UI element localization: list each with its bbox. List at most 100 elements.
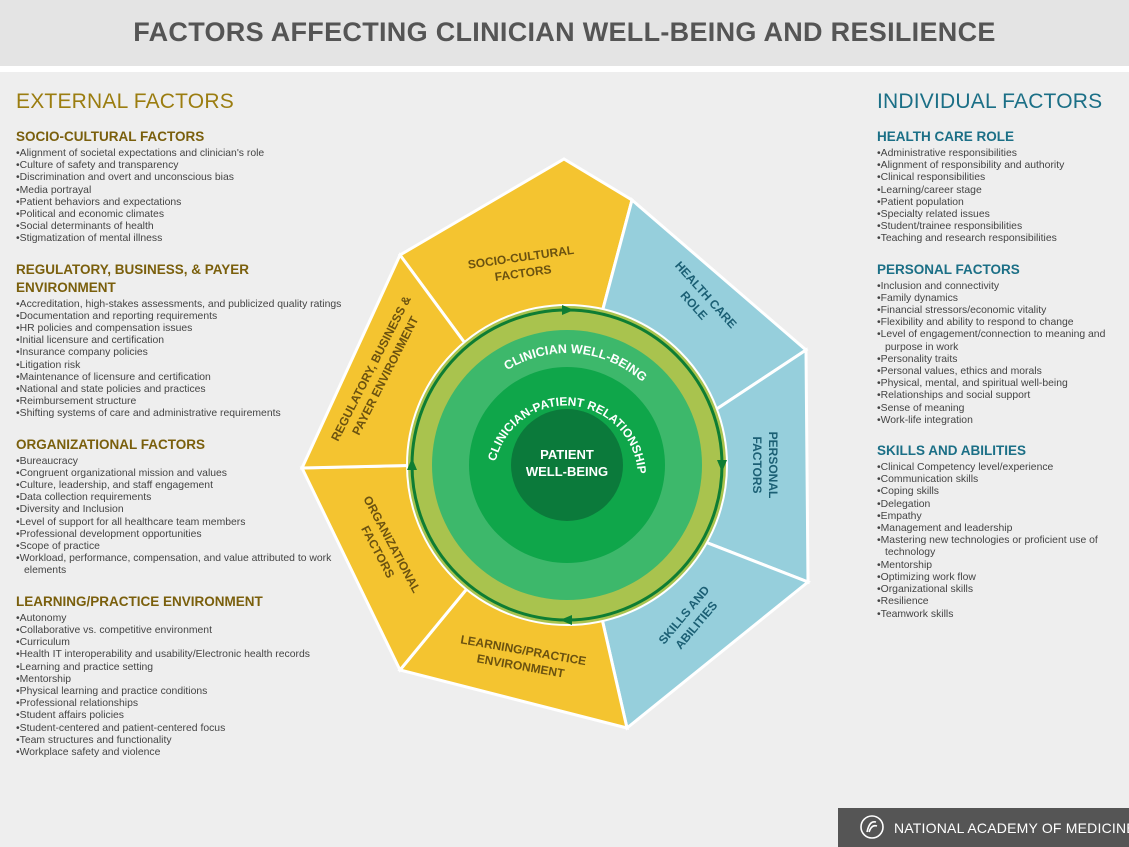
factor-item: Learning/career stage	[877, 185, 1127, 197]
factor-item: Health IT interoperability and usability…	[16, 649, 346, 661]
factor-item: Student-centered and patient-centered fo…	[16, 723, 346, 735]
external-factors-column: EXTERNAL FACTORS SOCIO-CULTURAL FACTORS A…	[16, 90, 346, 774]
factor-item: Personal values, ethics and morals	[877, 366, 1127, 378]
factor-item: Coping skills	[877, 486, 1127, 498]
label-personal-factors-line: PERSONAL	[766, 432, 780, 499]
factor-item: Culture of safety and transparency	[16, 160, 346, 172]
factor-item: Teamwork skills	[877, 609, 1127, 621]
nam-footer: NATIONAL ACADEMY OF MEDICINE	[838, 808, 1129, 847]
factor-item: Diversity and Inclusion	[16, 504, 346, 516]
factor-item: Alignment of responsibility and authorit…	[877, 160, 1127, 172]
cycle-arrow	[560, 615, 572, 625]
factor-item: Administrative responsibilities	[877, 148, 1127, 160]
factor-item: Alignment of societal expectations and c…	[16, 148, 346, 160]
factor-item: Resilience	[877, 596, 1127, 608]
factor-item: Flexibility and ability to respond to ch…	[877, 317, 1127, 329]
factor-item: Personality traits	[877, 354, 1127, 366]
patient-center	[511, 409, 623, 521]
factor-item: Documentation and reporting requirements	[16, 311, 346, 323]
factor-list: Clinical Competency level/experienceComm…	[877, 462, 1127, 621]
section-title: PERSONAL FACTORS	[877, 261, 1020, 277]
patient-well-being-label: PATIENT	[540, 447, 594, 462]
factor-item: Clinical responsibilities	[877, 172, 1127, 184]
factor-item: Level of support for all healthcare team…	[16, 517, 346, 529]
factor-item: Mentorship	[877, 560, 1127, 572]
factor-item: Social determinants of health	[16, 221, 346, 233]
factor-item: Professional development opportunities	[16, 529, 346, 541]
section-title: SKILLS AND ABILITIES	[877, 443, 1027, 459]
factor-item: Shifting systems of care and administrat…	[16, 408, 346, 420]
factor-item: National and state policies and practice…	[16, 384, 346, 396]
factor-section: PERSONAL FACTORS Inclusion and connectivi…	[877, 261, 1127, 427]
factor-item: Bureaucracy	[16, 456, 346, 468]
factor-item: Workload, performance, compensation, and…	[16, 553, 346, 577]
factor-section: LEARNING/PRACTICE ENVIRONMENTAutonomyCol…	[16, 593, 346, 759]
factor-item: Stigmatization of mental illness	[16, 233, 346, 245]
individual-factors-column: INDIVIDUAL FACTORS HEALTH CARE ROLEAdmin…	[877, 90, 1127, 636]
factor-section: REGULATORY, BUSINESS, & PAYER ENVIRONMEN…	[16, 261, 346, 421]
factor-item: Patient population	[877, 197, 1127, 209]
factor-item: Relationships and social support	[877, 390, 1127, 402]
individual-sections: HEALTH CARE ROLEAdministrative responsib…	[877, 128, 1127, 621]
section-title: SOCIO-CULTURAL FACTORS	[16, 129, 205, 144]
factor-item: Autonomy	[16, 613, 346, 625]
factor-item: Organizational skills	[877, 584, 1127, 596]
external-factors-heading: EXTERNAL FACTORS	[16, 90, 234, 113]
factor-item: Curriculum	[16, 637, 346, 649]
factor-item: Inclusion and connectivity	[877, 281, 1127, 293]
section-title: ORGANIZATIONAL FACTORS	[16, 436, 205, 452]
section-title: REGULATORY, BUSINESS, & PAYER ENVIRONMEN…	[16, 261, 250, 295]
factor-item: Physical, mental, and spiritual well-bei…	[877, 378, 1127, 390]
factor-item: Reimbursement structure	[16, 396, 346, 408]
factor-item: Discrimination and overt and unconscious…	[16, 172, 346, 184]
factor-item: Communication skills	[877, 474, 1127, 486]
factor-item: Work-life integration	[877, 415, 1127, 427]
factor-item: Data collection requirements	[16, 492, 346, 504]
factor-item: Empathy	[877, 511, 1127, 523]
factor-item: Initial licensure and certification	[16, 335, 346, 347]
factor-item: Collaborative vs. competitive environmen…	[16, 625, 346, 637]
cycle-arrow	[407, 458, 417, 470]
factor-list: Alignment of societal expectations and c…	[16, 148, 346, 246]
cycle-arrow	[562, 305, 574, 315]
factor-section: SKILLS AND ABILITIES Clinical Competency …	[877, 442, 1127, 621]
label-personal-factors-line: FACTORS	[750, 436, 764, 493]
factor-list: BureaucracyCongruent organizational miss…	[16, 456, 346, 578]
factor-item: Political and economic climates	[16, 209, 346, 221]
title-bar: FACTORS AFFECTING CLINICIAN WELL-BEING A…	[0, 0, 1129, 72]
factor-item: Mastering new technologies or proficient…	[877, 535, 1127, 559]
external-sections: SOCIO-CULTURAL FACTORS Alignment of socie…	[16, 128, 346, 759]
factor-item: Financial stressors/economic vitality	[877, 305, 1127, 317]
factor-item: Level of engagement/connection to meanin…	[877, 329, 1127, 353]
factor-item: Clinical Competency level/experience	[877, 462, 1127, 474]
factor-item: Insurance company policies	[16, 347, 346, 359]
factor-item: Accreditation, high-stakes assessments, …	[16, 299, 346, 311]
patient-well-being-label: WELL-BEING	[526, 464, 608, 479]
nam-label: NATIONAL ACADEMY OF MEDICINE	[894, 820, 1129, 836]
factor-list: Administrative responsibilitiesAlignment…	[877, 148, 1127, 246]
factor-item: Congruent organizational mission and val…	[16, 468, 346, 480]
factor-item: Maintenance of licensure and certificati…	[16, 372, 346, 384]
factor-item: Teaching and research responsibilities	[877, 233, 1127, 245]
factor-item: Delegation	[877, 499, 1127, 511]
factor-item: Workplace safety and violence	[16, 747, 346, 759]
factor-section: HEALTH CARE ROLEAdministrative responsib…	[877, 128, 1127, 246]
factor-item: HR policies and compensation issues	[16, 323, 346, 335]
factor-item: Media portrayal	[16, 185, 346, 197]
page-title: FACTORS AFFECTING CLINICIAN WELL-BEING A…	[133, 17, 996, 47]
factor-item: Team structures and functionality	[16, 735, 346, 747]
factor-item: Mentorship	[16, 674, 346, 686]
factor-section: SOCIO-CULTURAL FACTORS Alignment of socie…	[16, 128, 346, 246]
individual-factors-heading: INDIVIDUAL FACTORS	[877, 90, 1103, 113]
factor-item: Management and leadership	[877, 523, 1127, 535]
factor-item: Student/trainee responsibilities	[877, 221, 1127, 233]
factor-list: AutonomyCollaborative vs. competitive en…	[16, 613, 346, 759]
factor-item: Culture, leadership, and staff engagemen…	[16, 480, 346, 492]
factor-item: Specialty related issues	[877, 209, 1127, 221]
factor-item: Physical learning and practice condition…	[16, 686, 346, 698]
factor-item: Professional relationships	[16, 698, 346, 710]
factor-list: Inclusion and connectivityFamily dynamic…	[877, 281, 1127, 427]
factor-item: Family dynamics	[877, 293, 1127, 305]
